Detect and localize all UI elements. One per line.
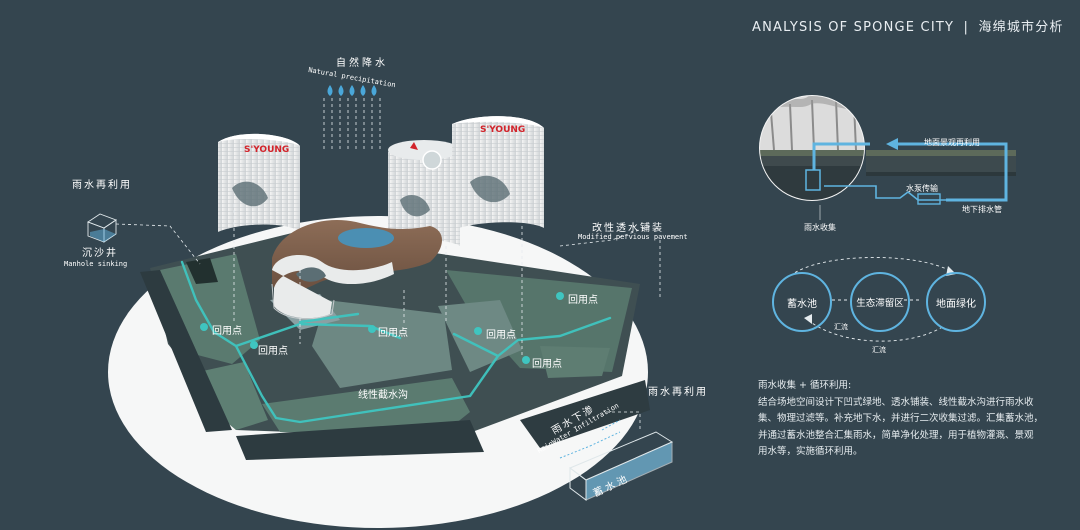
brand-logo-left: S'YOUNG [244,145,289,155]
surface-reuse-label: 地面景观再利用 [924,138,980,147]
cycle-arrow-label-1: 汇流 [834,323,848,331]
return-point-label-1: 回用点 [212,326,242,337]
description-line: 用水等，实施循环利用。 [758,446,863,457]
rain-drops [327,85,377,96]
return-points [200,292,564,364]
manhole-cube-icon [87,213,117,243]
return-point-label-5: 回用点 [532,359,562,370]
page-title: ANALYSIS OF SPONGE CITY | 海绵城市分析 [752,20,1064,35]
reuse-label-left: 雨水再利用 [72,180,132,191]
pavement-label-en: Modified pervious pavement [578,233,688,241]
collect-label: 雨水收集 [804,223,836,232]
rain-label-cn: 自然降水 [336,58,388,69]
water-trench [180,260,612,424]
leader-lines [115,98,661,432]
infiltration-arrows [559,419,621,459]
return-point-label-4: 回用点 [486,330,516,341]
pipe-label: 地下排水管 [962,205,1002,214]
pavement-label-cn: 改性透水铺装 [592,223,664,234]
tower-left: S'YOUNG [218,133,300,232]
section-diagram [759,95,1016,220]
description-line: 并通过蓄水池整合汇集雨水，简单净化处理，用于植物灌溉、景观 [758,429,1034,441]
trench-label: 线性截水沟 [358,390,408,401]
description-line: 结合场地空间设计下凹式绿地、透水铺装、线性截水沟进行雨水收 [758,396,1034,408]
storage-tank-icon [569,431,674,501]
cycle-node-greenery: 地面绿化 [926,272,986,332]
brand-logo-right: S'YOUNG [480,125,525,135]
return-point-label-3: 回用点 [378,328,408,339]
cycle-arrow-label-2: 汇流 [872,346,886,354]
return-point-label-6: 回用点 [568,295,598,306]
description-line: 集、物理过滤等。补充地下水，并进行二次收集过滤。汇集蓄水池， [758,413,1044,424]
manhole-label-cn: 沉沙井 [82,248,118,259]
manhole-label-en: Manhole sinking [64,260,128,268]
reuse-label-right: 雨水再利用 [648,387,708,398]
podium [271,219,442,320]
description-block: 雨水收集 + 循环利用: 结合场地空间设计下凹式绿地、透水铺装、线性截水沟进行雨… [758,378,1058,461]
tower-right: S'YOUNG [452,116,544,230]
cycle-node-reservoir: 蓄水池 [772,272,832,332]
return-point-label-2: 回用点 [258,346,288,357]
pump-label: 水泵传输 [906,184,938,193]
cycle-node-bioretention: 生态滞留区 [850,272,910,332]
description-title: 雨水收集 + 循环利用: [758,380,852,391]
